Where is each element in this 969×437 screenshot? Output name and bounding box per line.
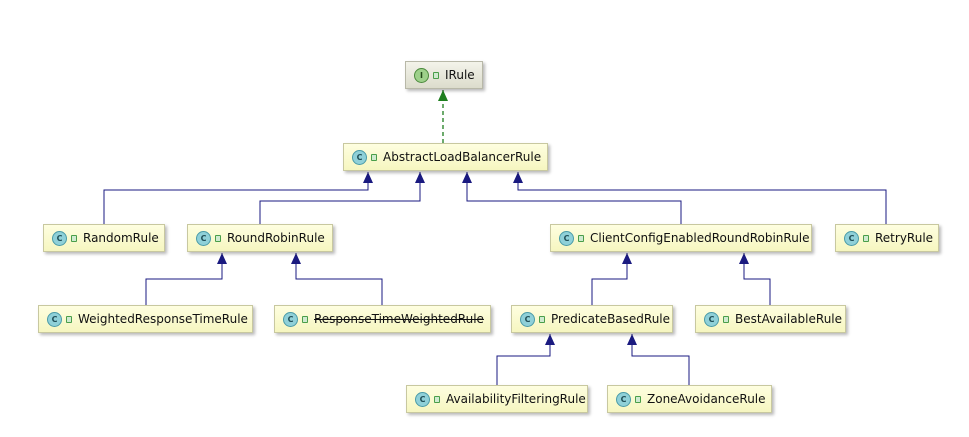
- node-label: ZoneAvoidanceRule: [647, 392, 766, 406]
- class-icon: C: [52, 230, 67, 246]
- edge-random-abstract: [103, 172, 373, 224]
- extends-arrowhead: [462, 172, 472, 183]
- public-visibility-icon: [578, 234, 584, 242]
- node-label: WeightedResponseTimeRule: [78, 312, 248, 326]
- node-availability-filtering-rule[interactable]: C AvailabilityFilteringRule: [406, 385, 588, 413]
- node-label: BestAvailableRule: [735, 312, 843, 326]
- edge-line: [466, 172, 682, 224]
- node-label: AbstractLoadBalancerRule: [383, 150, 542, 164]
- extends-arrowhead: [217, 253, 227, 264]
- edge-line: [631, 334, 690, 385]
- interface-icon: I: [414, 67, 429, 83]
- node-predicate-based-rule[interactable]: C PredicateBasedRule: [511, 305, 673, 333]
- edge-responsetime-roundrobin: [291, 253, 383, 305]
- public-visibility-icon: [302, 315, 308, 323]
- extends-arrowhead: [513, 172, 523, 183]
- node-label: IRule: [445, 68, 475, 82]
- edge-line: [103, 172, 369, 224]
- class-icon: C: [559, 230, 574, 246]
- public-visibility-icon: [723, 315, 729, 323]
- extends-arrowhead: [545, 334, 555, 345]
- node-label-deprecated: ResponseTimeWeightedRule: [314, 312, 484, 326]
- public-visibility-icon: [863, 234, 869, 242]
- edge-abstract-irule: [438, 90, 448, 143]
- edge-availability-predicate: [496, 334, 555, 385]
- node-response-time-weighted-rule[interactable]: C ResponseTimeWeightedRule: [274, 305, 491, 333]
- extends-arrowhead: [363, 172, 373, 183]
- class-icon: C: [283, 311, 298, 327]
- edge-zoneavoidance-predicate: [627, 334, 690, 385]
- edge-line: [145, 253, 223, 305]
- edge-clientconfig-abstract: [462, 172, 682, 224]
- node-label: RandomRule: [83, 231, 159, 245]
- class-icon: C: [520, 311, 535, 327]
- edge-bestavailable-clientconfig: [739, 253, 771, 305]
- class-icon: C: [415, 391, 430, 407]
- public-visibility-icon: [66, 315, 72, 323]
- node-best-available-rule[interactable]: C BestAvailableRule: [695, 305, 846, 333]
- edge-line: [259, 172, 421, 224]
- abstract-class-icon: C: [352, 149, 367, 165]
- edge-line: [743, 253, 771, 305]
- node-zone-avoidance-rule[interactable]: C ZoneAvoidanceRule: [607, 385, 772, 413]
- edge-line: [295, 253, 383, 305]
- class-icon: C: [704, 311, 719, 327]
- edge-line: [591, 253, 628, 305]
- public-visibility-icon: [215, 234, 221, 242]
- edge-weighted-roundrobin: [145, 253, 227, 305]
- class-icon: C: [196, 230, 211, 246]
- node-irule[interactable]: I IRule: [405, 61, 483, 89]
- extends-arrowhead: [291, 253, 301, 264]
- node-random-rule[interactable]: C RandomRule: [43, 224, 165, 252]
- extends-arrowhead: [415, 172, 425, 183]
- node-abstract-load-balancer-rule[interactable]: C AbstractLoadBalancerRule: [343, 143, 548, 171]
- public-visibility-icon: [71, 234, 77, 242]
- node-round-robin-rule[interactable]: C RoundRobinRule: [187, 224, 333, 252]
- extends-arrowhead: [622, 253, 632, 264]
- extends-arrowhead: [739, 253, 749, 264]
- node-label: ClientConfigEnabledRoundRobinRule: [590, 231, 810, 245]
- node-label: AvailabilityFilteringRule: [446, 392, 586, 406]
- edge-line: [517, 172, 887, 224]
- public-visibility-icon: [371, 153, 377, 161]
- public-visibility-icon: [434, 395, 440, 403]
- node-client-config-enabled-round-robin-rule[interactable]: C ClientConfigEnabledRoundRobinRule: [550, 224, 812, 252]
- public-visibility-icon: [635, 395, 641, 403]
- node-label: RoundRobinRule: [227, 231, 325, 245]
- node-label: RetryRule: [875, 231, 934, 245]
- edge-predicate-clientconfig: [591, 253, 632, 305]
- class-icon: C: [47, 311, 62, 327]
- public-visibility-icon: [539, 315, 545, 323]
- node-weighted-response-time-rule[interactable]: C WeightedResponseTimeRule: [38, 305, 253, 333]
- class-icon: C: [616, 391, 631, 407]
- extends-arrowhead: [627, 334, 637, 345]
- node-retry-rule[interactable]: C RetryRule: [835, 224, 939, 252]
- public-visibility-icon: [433, 71, 439, 79]
- edge-roundrobin-abstract: [259, 172, 425, 224]
- edge-retry-abstract: [513, 172, 887, 224]
- class-icon: C: [844, 230, 859, 246]
- implements-arrowhead: [438, 90, 448, 101]
- node-label: PredicateBasedRule: [551, 312, 671, 326]
- edge-line: [496, 334, 551, 385]
